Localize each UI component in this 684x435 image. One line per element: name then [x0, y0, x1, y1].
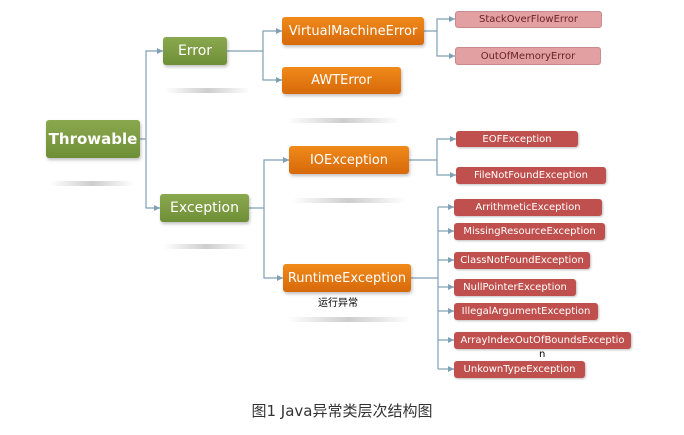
runtime-exception-node: RuntimeException: [283, 264, 411, 292]
runtime-exception-note: 运行异常: [318, 298, 358, 309]
unknown-type-exception-node: UnkownTypeException: [454, 361, 585, 378]
error-node: Error: [163, 37, 227, 65]
arithmetic-exception-node: ArrithmeticException: [454, 199, 602, 216]
exception-node: Exception: [160, 194, 249, 222]
node-reflection: [50, 181, 134, 186]
awt-error-node: AWTError: [282, 67, 401, 94]
null-pointer-exception-node: NullPointerException: [454, 279, 576, 296]
node-reflection: [163, 244, 249, 249]
missing-resource-exception-node: MissingResourceException: [454, 223, 605, 240]
array-index-out-of-bounds-exception-node: ArrayIndexOutOfBoundsExceptio: [454, 332, 631, 349]
stack-overflow-error-node: StackOverFlowError: [455, 11, 602, 28]
virtual-machine-error-node: VirtualMachineError: [282, 17, 424, 45]
io-exception-node: IOException: [289, 146, 409, 174]
eof-exception-node: EOFException: [456, 131, 578, 147]
class-not-found-exception-node: ClassNotFoundException: [454, 252, 590, 269]
file-not-found-exception-node: FileNotFoundException: [456, 167, 606, 184]
illegal-argument-exception-node: IllegalArgumentException: [454, 303, 598, 320]
node-reflection: [292, 198, 406, 203]
node-reflection: [165, 88, 250, 93]
array-index-overflow-text: n: [539, 349, 546, 360]
throwable-node: Throwable: [46, 120, 140, 158]
node-reflection: [287, 118, 400, 123]
figure-caption: 图1 Java异常类层次结构图: [251, 402, 433, 420]
out-of-memory-error-node: OutOfMemoryError: [455, 47, 601, 65]
node-reflection: [287, 317, 411, 322]
